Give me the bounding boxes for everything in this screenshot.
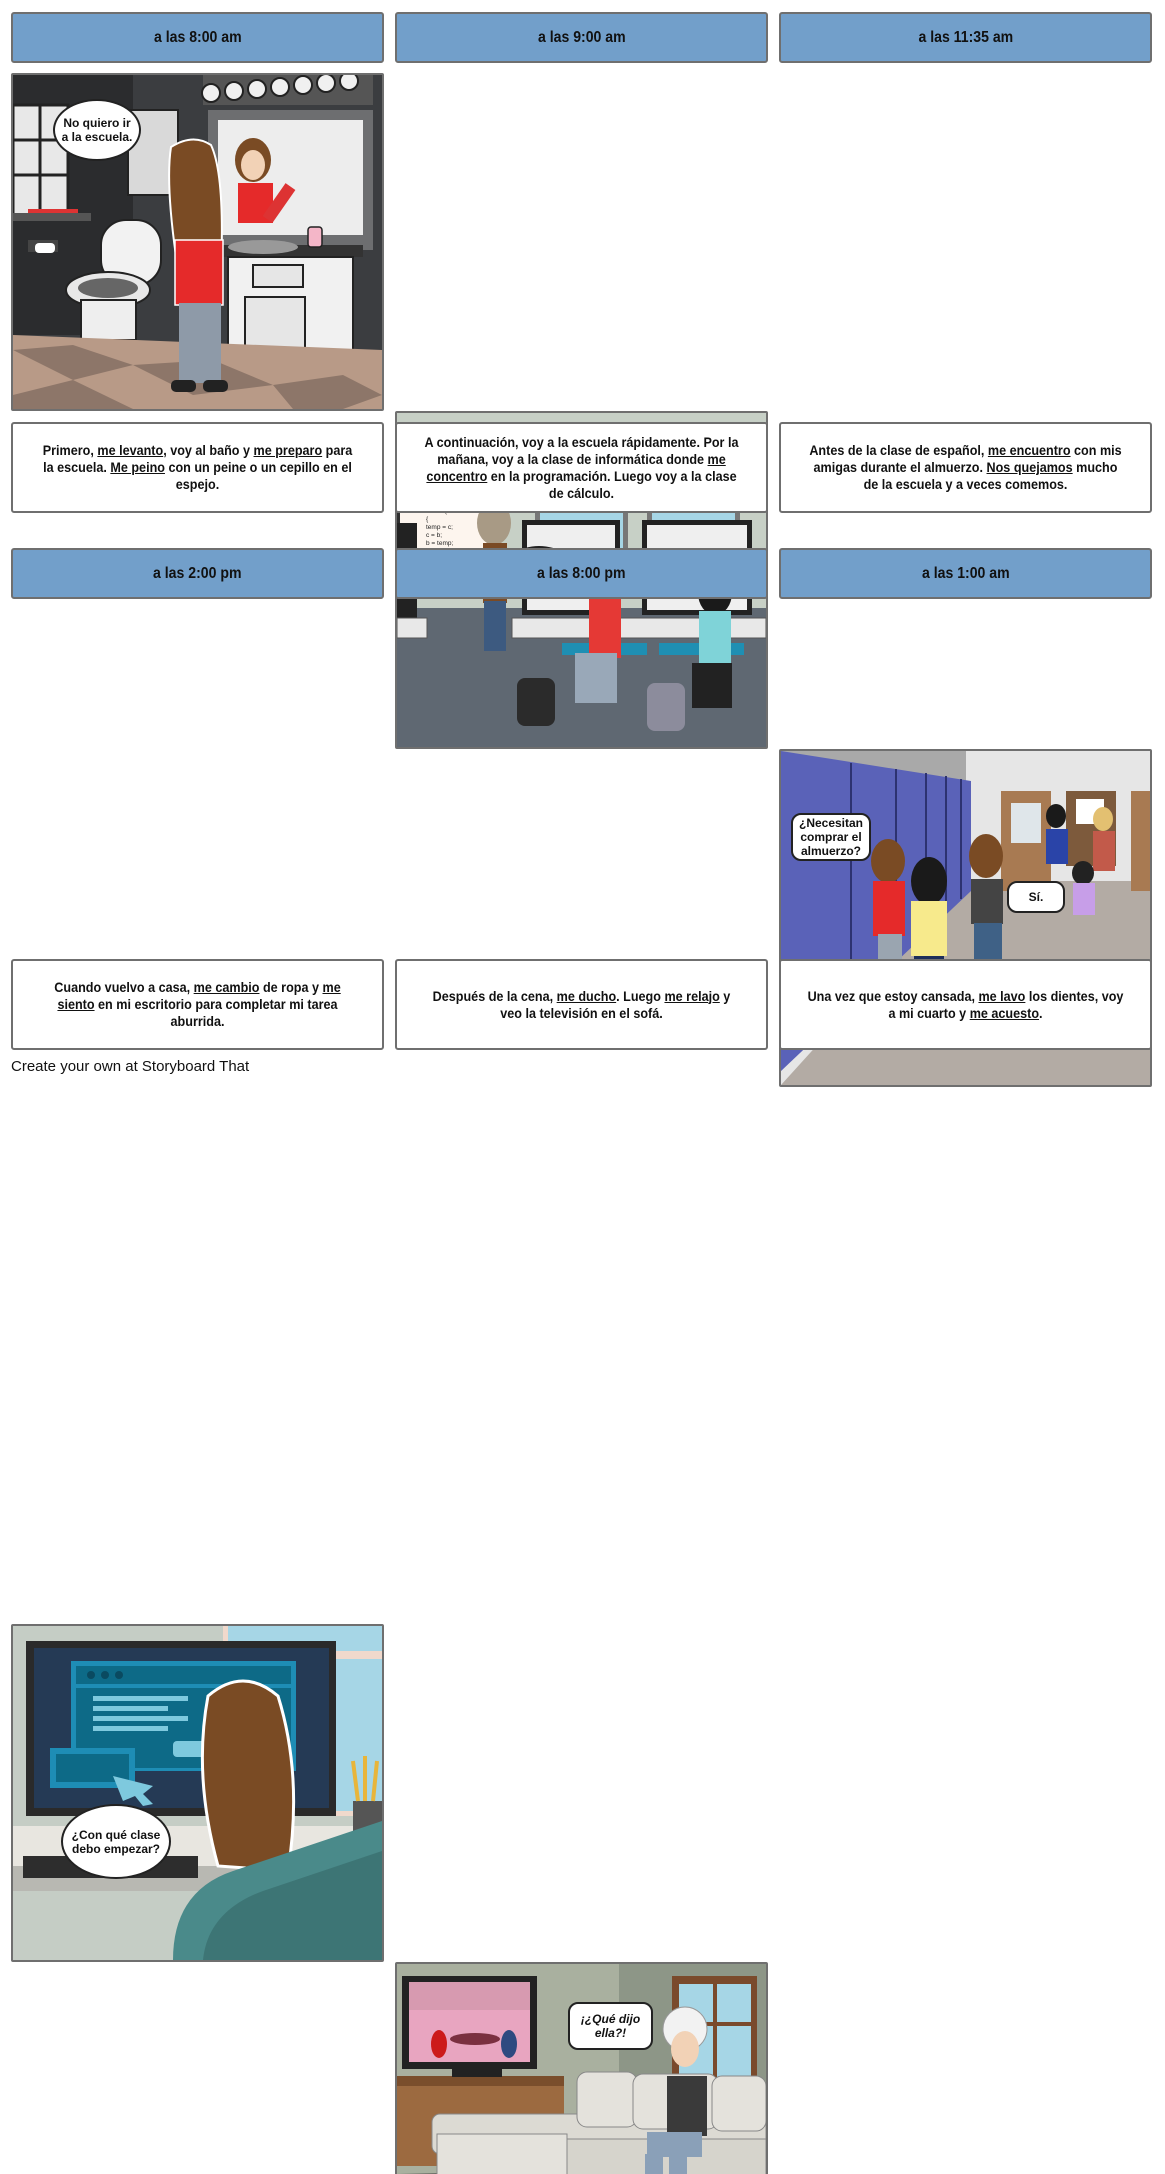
caption-fragment: y veo la televisión en el sofá. (500, 987, 731, 1021)
speech-bubble: Sí. (1007, 881, 1065, 913)
reflexive-verb: me encuentro (987, 442, 1071, 458)
reflexive-verb: me cambio (193, 979, 260, 995)
panel-1-time: a las 8:00 am (153, 28, 242, 46)
caption-fragment: con un peine o un cepillo en el espejo. (164, 459, 352, 492)
living-room-illustration (397, 1964, 766, 2174)
bubble-text: ¡¿Qué dijo ella?! (580, 2012, 641, 2040)
panel-2-header: a las 9:00 am (395, 12, 768, 63)
panel-1-header: a las 8:00 am (11, 12, 384, 63)
caption-fragment: los dientes, voy a mi cuarto y (888, 987, 1124, 1021)
caption-fragment: . (1039, 1004, 1043, 1021)
panel-5-time: a las 8:00 pm (537, 564, 626, 582)
caption-fragment: mucho de la escuela y a veces comemos. (863, 459, 1118, 492)
caption-fragment: en la programación. Luego voy a la clase… (487, 467, 737, 501)
panel-4-caption: Cuando vuelvo a casa, me cambio de ropa … (11, 959, 384, 1050)
caption-fragment: con mis amigas durante el almuerzo. (813, 442, 1122, 475)
caption-fragment: A continuación, voy a la escuela rápidam… (424, 433, 739, 467)
reflexive-verb: me siento (57, 979, 341, 1012)
bubble-text: ¿Con qué clase debo empezar? (71, 1827, 161, 1856)
caption-fragment: Cuando vuelvo a casa, (54, 979, 194, 995)
bubble-text: ¿Necesitan comprar el almuerzo? (798, 816, 864, 858)
panel-1-caption: Primero, me levanto, voy al baño y me pr… (11, 422, 384, 513)
panel-3-caption: Antes de la clase de español, me encuent… (779, 422, 1152, 513)
panel-6-time: a las 1:00 am (921, 564, 1010, 582)
reflexive-verb: Nos quejamos (986, 459, 1073, 475)
panel-4-header: a las 2:00 pm (11, 548, 384, 599)
panel-2-caption: A continuación, voy a la escuela rápidam… (395, 422, 768, 513)
panel-1-scene-bathroom: No quiero ir a la escuela. (11, 73, 384, 411)
panel-5-header: a las 8:00 pm (395, 548, 768, 599)
panel-5-caption: Después de la cena, me ducho. Luego me r… (395, 959, 768, 1050)
caption-fragment: , voy al baño y (163, 442, 254, 458)
thought-bubble: No quiero ir a la escuela. (53, 99, 141, 161)
panel-3-time: a las 11:35 am (918, 28, 1013, 46)
reflexive-verb: me lavo (978, 987, 1026, 1004)
svg-text:temp = c;: temp = c; (426, 524, 453, 531)
reflexive-verb: me acuesto (969, 1004, 1040, 1021)
svg-text:b = temp;: b = temp; (426, 540, 453, 547)
svg-text:c = b;: c = b; (426, 532, 442, 539)
panel-5-scene-living-room: ¡¿Qué dijo ella?! (395, 1962, 768, 2174)
caption-fragment: de ropa y (259, 979, 323, 995)
reflexive-verb: me preparo (253, 442, 323, 458)
caption-fragment: Después de la cena, (432, 987, 557, 1004)
caption-fragment: Primero, (42, 442, 98, 458)
panel-4-scene-desk: ¿Con qué clase debo empezar? (11, 1624, 384, 1962)
caption-fragment: . Luego (616, 987, 665, 1004)
reflexive-verb: me ducho (556, 987, 617, 1004)
panel-2-time: a las 9:00 am (537, 28, 626, 46)
thought-bubble: ¿Con qué clase debo empezar? (61, 1804, 171, 1879)
caption-text: Antes de la clase de español, me encuent… (807, 442, 1125, 493)
caption-text: Una vez que estoy cansada, me lavo los d… (807, 988, 1125, 1022)
panel-6-header: a las 1:00 am (779, 548, 1152, 599)
caption-fragment: en mi escritorio para completar mi tarea… (94, 996, 338, 1029)
reflexive-verb: me relajo (664, 987, 720, 1004)
reflexive-verb: Me peino (110, 459, 165, 475)
desk-illustration (13, 1626, 382, 1960)
svg-text:{: { (426, 516, 429, 523)
caption-fragment: Antes de la clase de español, (809, 442, 988, 458)
bubble-text: Sí. (1028, 890, 1044, 904)
caption-text: Primero, me levanto, voy al baño y me pr… (39, 442, 357, 493)
speech-bubble: ¿Necesitan comprar el almuerzo? (791, 813, 871, 861)
speech-bubble: ¡¿Qué dijo ella?! (568, 2002, 653, 2050)
panel-4-time: a las 2:00 pm (153, 564, 242, 582)
caption-text: Después de la cena, me ducho. Luego me r… (423, 988, 741, 1022)
storyboard-that-credit-link[interactable]: Create your own at Storyboard That (11, 1058, 250, 1075)
bubble-text: No quiero ir a la escuela. (61, 116, 133, 144)
reflexive-verb: me levanto (97, 442, 164, 458)
panel-3-header: a las 11:35 am (779, 12, 1152, 63)
caption-text: Cuando vuelvo a casa, me cambio de ropa … (39, 979, 357, 1030)
caption-fragment: Una vez que estoy cansada, (807, 987, 979, 1004)
panel-6-caption: Una vez que estoy cansada, me lavo los d… (779, 959, 1152, 1050)
caption-text: A continuación, voy a la escuela rápidam… (423, 434, 741, 502)
caption-fragment: para la escuela. (43, 442, 353, 475)
reflexive-verb: me concentro (426, 450, 726, 484)
